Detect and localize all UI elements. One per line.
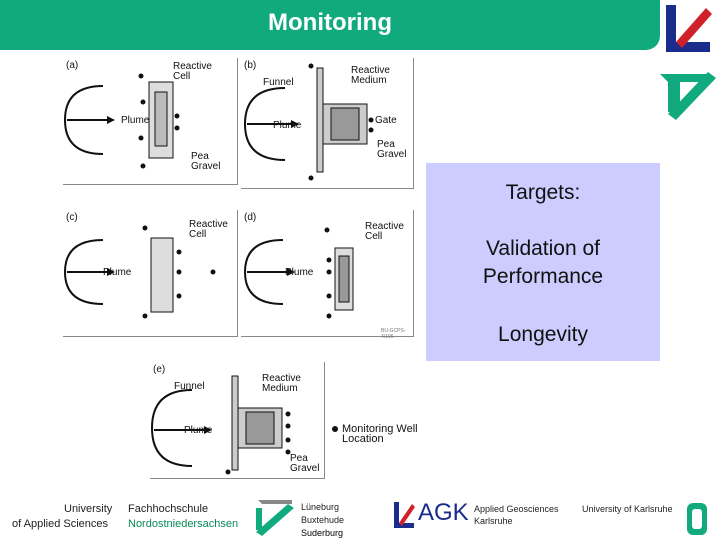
figure-tag: (d) [244, 212, 257, 223]
target-item-longevity: Longevity [498, 323, 588, 346]
funnel-label: Funnel [174, 381, 205, 392]
target-item-performance: Validation of Performance [482, 237, 604, 288]
footer-fh-line1: Fachhochschule [128, 503, 209, 515]
city-buxtehude: Buxtehude [301, 515, 345, 525]
monitoring-well-legend: Monitoring Well Location [342, 423, 418, 445]
figure-e: (e) Plume Funnel Reactive Medium Pea Gra… [150, 362, 325, 479]
figure-b: (b) Plume Funnel Reactive Medium Gate Pe… [241, 58, 414, 189]
footer-university-line2: of Applied Sciences [12, 518, 109, 530]
figure-tag: (b) [244, 60, 257, 71]
title-bar [0, 0, 660, 50]
reactive-medium-label: Reactive Medium [351, 65, 390, 86]
reactive-medium-label: Reactive Medium [262, 373, 301, 394]
plume-label: Plume [121, 115, 150, 126]
figure-a: (a) Plume Reactive Cell Pea Gravel [63, 58, 238, 185]
ka-seal-icon [687, 503, 707, 535]
agk-line1: Applied Geosciences [474, 504, 559, 514]
pea-gravel-label: Pea Gravel [191, 151, 221, 172]
city-suderburg: Suderburg [301, 528, 344, 538]
figure-tag: (e) [153, 364, 166, 375]
reactive-cell-label: Reactive Cell [173, 61, 212, 82]
ka-logo-icon [660, 5, 716, 120]
targets-heading: Targets: [505, 181, 581, 204]
ka-small-logo-icon [394, 502, 415, 528]
figure-c-drawing [63, 225, 216, 319]
plume-label: Plume [285, 267, 314, 278]
monitoring-well-icon [332, 426, 338, 432]
gate-label: Gate [375, 115, 397, 126]
agk-line2: Karlsruhe [474, 516, 513, 526]
pea-gravel-label: Pea Gravel [377, 139, 407, 160]
figure-e-drawing [150, 375, 291, 475]
fh-logo-icon [256, 500, 294, 536]
funnel-label: Funnel [263, 77, 294, 88]
figure-tag: (c) [66, 212, 78, 223]
reactive-cell-label: Reactive Cell [189, 219, 228, 240]
targets-panel: Targets: Validation of Performance Longe… [426, 163, 660, 361]
page-title: Monitoring [268, 9, 392, 36]
footer-university-line1: University [64, 503, 113, 515]
figure-c: (c) Plume Reactive Cell [63, 210, 238, 337]
figure-d-drawing [243, 227, 354, 319]
plume-label: Plume [103, 267, 132, 278]
university-karlsruhe: University of Karlsruhe [582, 504, 673, 514]
pea-gravel-label: Pea Gravel [290, 453, 320, 474]
figure-tag: (a) [66, 60, 79, 71]
figure-b-drawing [243, 63, 374, 181]
reactive-cell-label: Reactive Cell [365, 221, 404, 242]
agk-logo-text: AGK [418, 499, 469, 526]
figure-a-drawing [63, 73, 180, 169]
footer-fh-line2: Nordostniedersachsen [128, 518, 239, 530]
city-lueneburg: Lüneburg [301, 502, 340, 512]
plume-label: Plume [273, 120, 302, 131]
plume-label: Plume [184, 425, 213, 436]
figure-code: BU-GCPS-4/196 [381, 328, 406, 340]
figure-d: (d) Plume Reactive Cell BU-GCPS-4/196 [241, 210, 414, 340]
